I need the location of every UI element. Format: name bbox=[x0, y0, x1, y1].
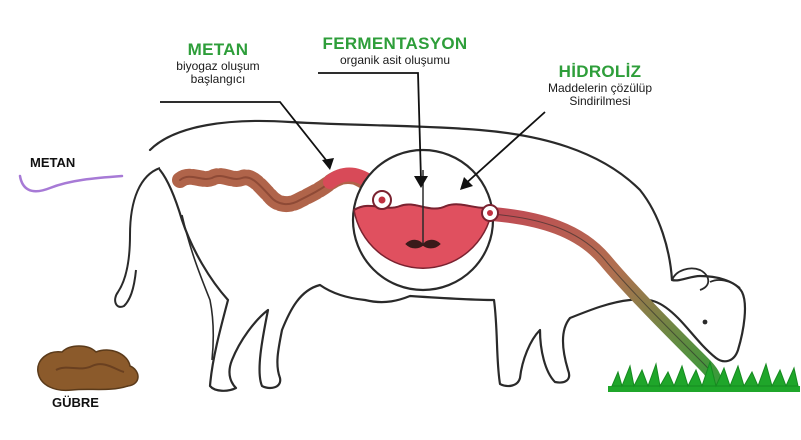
cow-tail bbox=[115, 168, 160, 307]
metan-pointer-arrowhead bbox=[322, 158, 334, 170]
hidroliz-stage-desc-line2: Sindirilmesi bbox=[520, 95, 680, 109]
gubre-label: GÜBRE bbox=[52, 396, 99, 411]
cow-horn bbox=[710, 280, 740, 288]
hidroliz-stage-label: HİDROLİZ Maddelerin çözülüp Sindirilmesi bbox=[520, 62, 680, 109]
cow-leg-line bbox=[182, 215, 213, 360]
hidroliz-stage-desc-line1: Maddelerin çözülüp bbox=[520, 82, 680, 96]
cow-eye bbox=[703, 320, 708, 325]
metan-stage-label: METAN biyogaz oluşum başlangıcı bbox=[158, 40, 278, 87]
metan-pointer-line bbox=[160, 102, 330, 165]
fermentasyon-stage-title: FERMENTASYON bbox=[300, 34, 490, 54]
metan-stage-desc-line1: biyogaz oluşum bbox=[158, 60, 278, 74]
metan-gas-label: METAN bbox=[30, 156, 75, 171]
stomach-inlet-left-center bbox=[379, 197, 386, 204]
fermentasyon-stage-label: FERMENTASYON organik asit oluşumu bbox=[300, 34, 490, 67]
metan-stage-title: METAN bbox=[158, 40, 278, 60]
grass-ground bbox=[608, 386, 800, 392]
hidroliz-pointer-line bbox=[463, 112, 545, 186]
methane-gas-wisp bbox=[20, 176, 122, 191]
fermentasyon-stage-desc: organik asit oluşumu bbox=[300, 54, 490, 68]
stomach-inlet-right-center bbox=[487, 210, 493, 216]
metan-stage-desc-line2: başlangıcı bbox=[158, 73, 278, 87]
hidroliz-stage-title: HİDROLİZ bbox=[520, 62, 680, 82]
